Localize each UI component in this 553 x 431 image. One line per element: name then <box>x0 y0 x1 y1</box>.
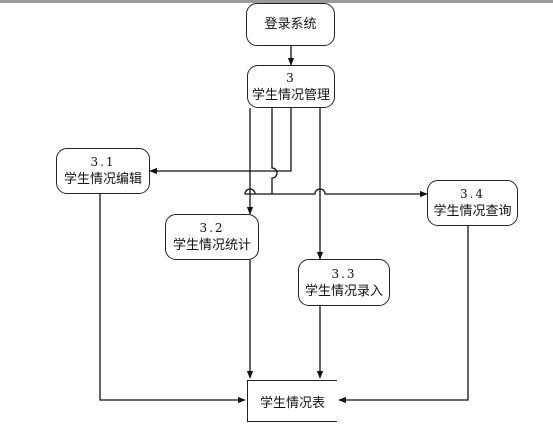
node-manage-label: 学生情况管理 <box>251 87 330 103</box>
node-input: 3.3 学生情况录入 <box>298 259 390 306</box>
node-input-number: 3.3 <box>331 266 357 281</box>
node-edit-number: 3.1 <box>90 155 116 169</box>
node-login-label: 登录系统 <box>264 17 317 32</box>
node-manage-number: 3 <box>286 70 296 85</box>
node-stats-label: 学生情况统计 <box>172 238 251 253</box>
node-login: 登录系统 <box>246 3 335 46</box>
data-store-label: 学生情况表 <box>259 395 325 411</box>
node-manage: 3 学生情况管理 <box>247 65 335 108</box>
node-query-label: 学生情况查询 <box>433 204 512 219</box>
node-input-label: 学生情况录入 <box>304 283 383 299</box>
node-query: 3.4 学生情况查询 <box>427 180 518 226</box>
data-store: 学生情况表 <box>247 380 337 422</box>
node-stats: 3.2 学生情况统计 <box>165 214 259 260</box>
node-query-number: 3.4 <box>459 187 486 201</box>
top-border <box>0 0 553 3</box>
node-stats-number: 3.2 <box>199 221 225 235</box>
arrow-edit-to-store <box>99 194 246 404</box>
arrow-manage-to-query <box>244 108 428 198</box>
arrow-manage-to-edit <box>149 108 292 175</box>
arrow-query-to-store <box>338 226 469 404</box>
node-edit: 3.1 学生情况编辑 <box>56 148 150 194</box>
node-edit-label: 学生情况编辑 <box>63 172 142 187</box>
